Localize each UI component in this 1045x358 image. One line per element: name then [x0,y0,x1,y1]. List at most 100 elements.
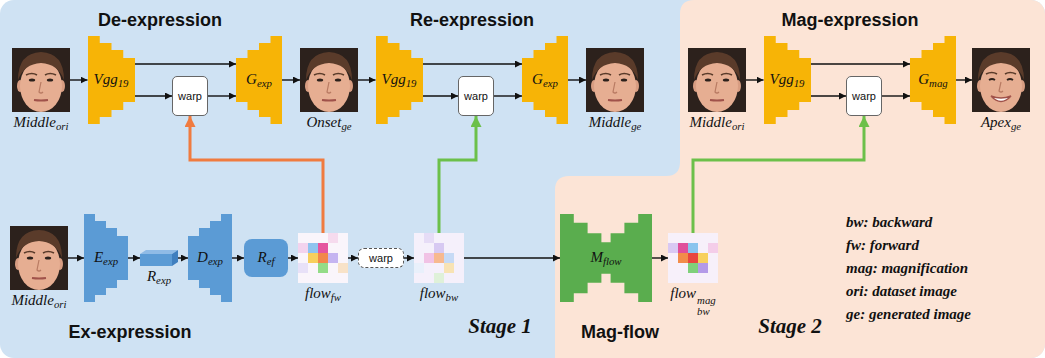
caption: Middleori [11,292,66,311]
arrow-connector [348,257,358,258]
block-outline [88,36,135,124]
node-label: warp [852,90,876,103]
subscript: exp [543,77,558,89]
caption: Apexge [981,114,1021,133]
label-text: Middle [689,114,732,130]
face-image: Middleori [10,226,68,290]
subscript: exp [257,77,272,89]
face-photo [300,48,358,112]
subscript: ori [56,120,69,132]
bar-top [140,250,178,254]
arrow-connector [404,257,414,258]
face-image: Middlege [586,48,644,112]
subscript: flow [603,255,622,267]
subscript: 19 [406,77,417,89]
picture-space [298,233,348,283]
flow-picture [414,233,464,283]
subscript: ge [1011,120,1021,132]
picture-space [10,226,68,290]
flow-map: flowmagbw [668,233,718,283]
picture-space [586,48,644,112]
caption: flowfw [305,285,341,304]
node-label: Dexp [197,249,223,268]
caption: flowbw [420,285,458,304]
face-image: Middleori [12,48,70,112]
arrow-connector [423,63,523,64]
arrow-connector [956,79,972,80]
abbreviation-note: mag: magnification [846,260,968,277]
block-outline [560,214,652,302]
face-image: Onsetge [300,48,358,112]
generator-decoder: Gexp [522,36,568,124]
face-photo [688,48,746,112]
picture-space [668,233,718,283]
flow-map: flowbw [414,233,464,283]
section-title: Mag-expression [781,10,918,31]
script-stack: magbw [697,295,716,317]
node-label: Gexp [246,71,272,90]
arrow-connector [568,79,586,80]
label-text: Vgg [770,71,794,87]
flow-connector [439,116,476,233]
arrow-connector [464,257,560,258]
arrow-connector [70,79,88,80]
arrow-connector [178,257,188,258]
label-text: warp [464,90,488,102]
arrow-connector [128,257,140,258]
flow-picture [298,233,348,283]
vgg-encoder: Vgg19 [376,36,423,124]
bar-front [140,254,172,266]
arrow-connector [288,257,298,258]
subscript: bw [446,291,459,303]
subscript: ge [341,120,351,132]
block-outline [910,36,956,124]
node-label: Mflow [590,249,621,268]
caption: Onsetge [306,114,351,133]
block-outline [764,36,811,124]
vgg-encoder: Vgg19 [88,36,135,124]
warp-box: warp [458,76,494,116]
section-title: Re-expression [410,10,534,31]
bar-shape [140,250,178,266]
arrow-connector [746,79,764,80]
flow-connector [693,116,864,233]
vgg-encoder: Vgg19 [764,36,811,124]
refine-box: Ref [244,239,288,277]
subscript: exp [208,255,223,267]
arrow-connector [358,79,376,80]
label-text: Apex [981,114,1011,130]
label-text: Middle [589,114,632,130]
arrow-connector [282,79,300,80]
stage-two-region [555,0,1045,358]
arrow-connector [135,63,237,64]
label-text: Vgg [382,71,406,87]
label-text: flow [305,285,331,301]
caption: Middleori [689,114,744,133]
arrow-connector [652,257,668,258]
arrow-connector [232,257,244,258]
section-title: De-expression [98,10,222,31]
subscript: 19 [794,77,805,89]
label-text: M [590,249,603,265]
arrow-connector [811,63,911,64]
section-title: Ex-expression [68,322,191,343]
warp-box: warp [846,76,882,116]
label-text: warp [369,252,393,264]
node-label: Ref [258,249,275,268]
face-photo [12,48,70,112]
arrow-connector [208,95,236,96]
generator-decoder: Gexp [236,36,282,124]
block-outline [522,36,568,124]
section-title: Mag-flow [581,322,659,343]
label-text: Onset [306,114,341,130]
picture-space [414,233,464,283]
label-text: Middle [11,292,54,308]
subscript: bw [697,306,716,317]
subscript: fw [331,291,341,303]
abbreviation-note: fw: forward [846,237,919,254]
